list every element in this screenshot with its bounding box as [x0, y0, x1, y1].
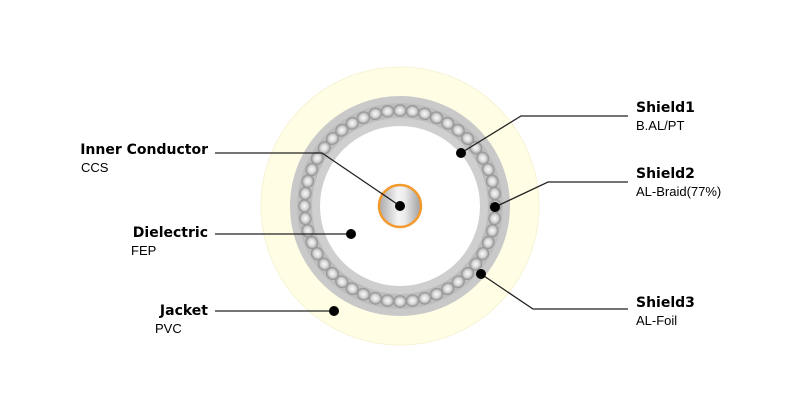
label-shield1: Shield1 B.AL/PT	[636, 100, 695, 134]
leader-line-shield1	[460, 115, 628, 154]
label-material: PVC	[155, 321, 182, 336]
label-material: CCS	[81, 160, 109, 175]
label-title: Shield1	[636, 100, 695, 116]
label-shield2: Shield2 AL-Braid(77%)	[636, 166, 721, 200]
shield2-braid-beads	[298, 104, 502, 308]
leader-line-inner-conductor	[215, 152, 401, 207]
marker-dot-shield3	[476, 269, 486, 279]
label-jacket-material: PVC	[155, 320, 182, 337]
label-jacket: Jacket	[160, 303, 208, 320]
label-material: FEP	[131, 243, 157, 258]
label-material: B.AL/PT	[636, 118, 685, 133]
label-material: AL-Foil	[636, 313, 678, 328]
label-dielectric: Dielectric	[133, 225, 208, 242]
label-title: Inner Conductor	[80, 142, 208, 158]
label-inner-conductor-material: CCS	[81, 159, 108, 176]
label-title: Dielectric	[132, 225, 208, 241]
label-dielectric-material: FEP	[131, 242, 156, 259]
label-inner-conductor: Inner Conductor	[80, 142, 208, 159]
marker-dot-dielectric	[346, 229, 356, 239]
marker-dot-inner-conductor	[395, 201, 405, 211]
label-title: Jacket	[159, 303, 208, 319]
label-title: Shield3	[636, 295, 695, 311]
marker-dot-shield1	[456, 148, 466, 158]
label-material: AL-Braid(77%)	[636, 184, 722, 199]
marker-dot-jacket	[329, 306, 339, 316]
label-shield3: Shield3 AL-Foil	[636, 295, 695, 329]
leader-line-shield3	[480, 273, 628, 310]
marker-dot-shield2	[490, 202, 500, 212]
leader-line-shield2	[494, 181, 628, 208]
label-title: Shield2	[636, 166, 695, 182]
